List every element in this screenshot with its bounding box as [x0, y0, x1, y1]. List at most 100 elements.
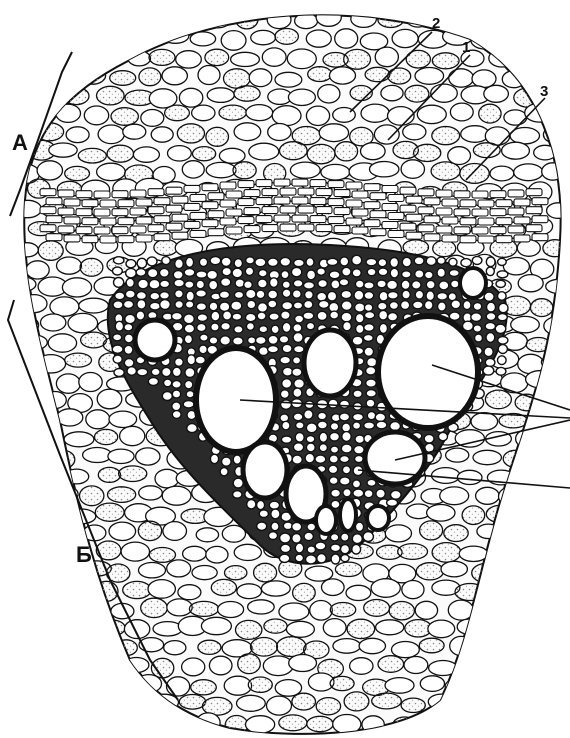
parenchyma-cell: [488, 617, 511, 635]
parenchyma-cell: [344, 692, 369, 711]
xylem-cell: [295, 315, 304, 323]
cambium-cell: [40, 225, 56, 232]
cambium-cell: [310, 180, 326, 187]
cambium-cell: [220, 200, 236, 207]
xylem-cell: [255, 258, 266, 267]
parenchyma-cell: [330, 67, 356, 84]
xylem-cell: [499, 303, 508, 312]
parenchyma-cell: [155, 469, 179, 488]
xylem-cell: [221, 322, 231, 330]
parenchyma-cell: [152, 14, 176, 31]
xylem-cell: [378, 268, 388, 276]
xylem-cell: [292, 455, 302, 464]
parenchyma-cell: [517, 659, 547, 674]
xylem-cell: [306, 436, 315, 443]
xylem-cell: [306, 555, 317, 564]
xylem-cell: [209, 302, 218, 311]
cambium-cell: [292, 197, 308, 204]
parenchyma-cell: [192, 105, 215, 121]
xylem-cell: [293, 388, 302, 397]
parenchyma-cell: [316, 8, 341, 26]
parenchyma-cell: [351, 10, 377, 27]
xylem-cell: [244, 281, 253, 289]
xylem-cell: [281, 400, 292, 409]
parenchyma-cell: [370, 162, 399, 177]
parenchyma-cell: [529, 490, 553, 505]
xylem-cell: [175, 259, 184, 269]
cambium-cell: [328, 217, 344, 224]
xylem-cell: [184, 324, 194, 333]
cambium-cell: [454, 209, 470, 216]
xylem-cell: [317, 268, 326, 275]
xylem-cell: [379, 323, 387, 333]
xylem-cell: [282, 379, 292, 389]
cambium-cell: [382, 186, 398, 193]
xylem-cell: [185, 301, 193, 308]
parenchyma-cell: [96, 52, 119, 68]
parenchyma-cell: [460, 9, 485, 25]
cambium-cell: [208, 193, 224, 200]
xylem-cell: [271, 522, 279, 531]
xylem-cell: [160, 268, 170, 277]
xylem-cell: [186, 391, 194, 398]
xylem-cell: [195, 356, 205, 364]
xylem-cell: [315, 455, 326, 463]
xylem-cell: [401, 280, 410, 289]
cambium-cell: [94, 227, 110, 234]
parenchyma-cell: [68, 313, 98, 332]
parenchyma-cell: [165, 105, 190, 121]
parenchyma-cell: [531, 299, 553, 317]
xylem-cell: [306, 423, 317, 433]
parenchyma-cell: [471, 413, 498, 431]
xylem-cell: [328, 399, 338, 408]
parenchyma-cell: [236, 9, 259, 29]
cambium-cell: [508, 226, 524, 233]
cambium-cell: [226, 191, 242, 198]
parenchyma-cell: [206, 162, 236, 177]
parenchyma-cell: [479, 104, 501, 123]
xylem-cell: [305, 453, 314, 463]
parenchyma-cell: [29, 408, 55, 426]
cambium-cell: [220, 182, 236, 189]
cambium-cell: [442, 235, 458, 242]
parenchyma-cell: [52, 34, 75, 48]
xylem-cell: [343, 322, 352, 331]
cambium-cell: [202, 184, 218, 191]
parenchyma-cell: [9, 51, 34, 65]
parenchyma-cell: [141, 110, 164, 127]
xylem-cell: [234, 259, 242, 268]
xylem-cell: [413, 301, 423, 309]
xylem-cell: [341, 301, 352, 311]
parenchyma-cell: [513, 467, 538, 481]
cambium-cell: [118, 218, 134, 225]
parenchyma-cell: [94, 12, 117, 29]
cambium-cell: [496, 236, 512, 243]
parenchyma-cell: [0, 449, 18, 468]
cambium-cell: [208, 229, 224, 236]
cambium-cell: [280, 188, 296, 195]
xylem-cell: [185, 380, 193, 388]
parenchyma-cell: [414, 144, 441, 161]
parenchyma-cell: [236, 620, 262, 639]
parenchyma-cell: [1, 68, 25, 83]
xylem-cell: [451, 300, 461, 309]
cambium-cell: [328, 181, 344, 188]
parenchyma-cell: [78, 148, 106, 163]
parenchyma-cell: [441, 561, 467, 577]
parenchyma-cell: [402, 581, 424, 599]
cambium-cell: [130, 190, 146, 197]
xylem-cell: [200, 334, 208, 341]
cambium-cell: [220, 218, 236, 225]
parenchyma-cell: [12, 13, 35, 28]
xylem-cell: [390, 268, 398, 278]
xylem-cell: [376, 489, 385, 498]
parenchyma-cell: [514, 506, 540, 523]
xylem-cell: [219, 302, 229, 311]
parenchyma-cell: [335, 29, 358, 48]
xylem-cell: [147, 257, 157, 266]
xylem-cell: [328, 465, 337, 473]
parenchyma-cell: [249, 143, 279, 160]
cambium-cell: [514, 217, 530, 224]
parenchyma-cell: [529, 521, 558, 540]
parenchyma-cell: [432, 468, 460, 484]
